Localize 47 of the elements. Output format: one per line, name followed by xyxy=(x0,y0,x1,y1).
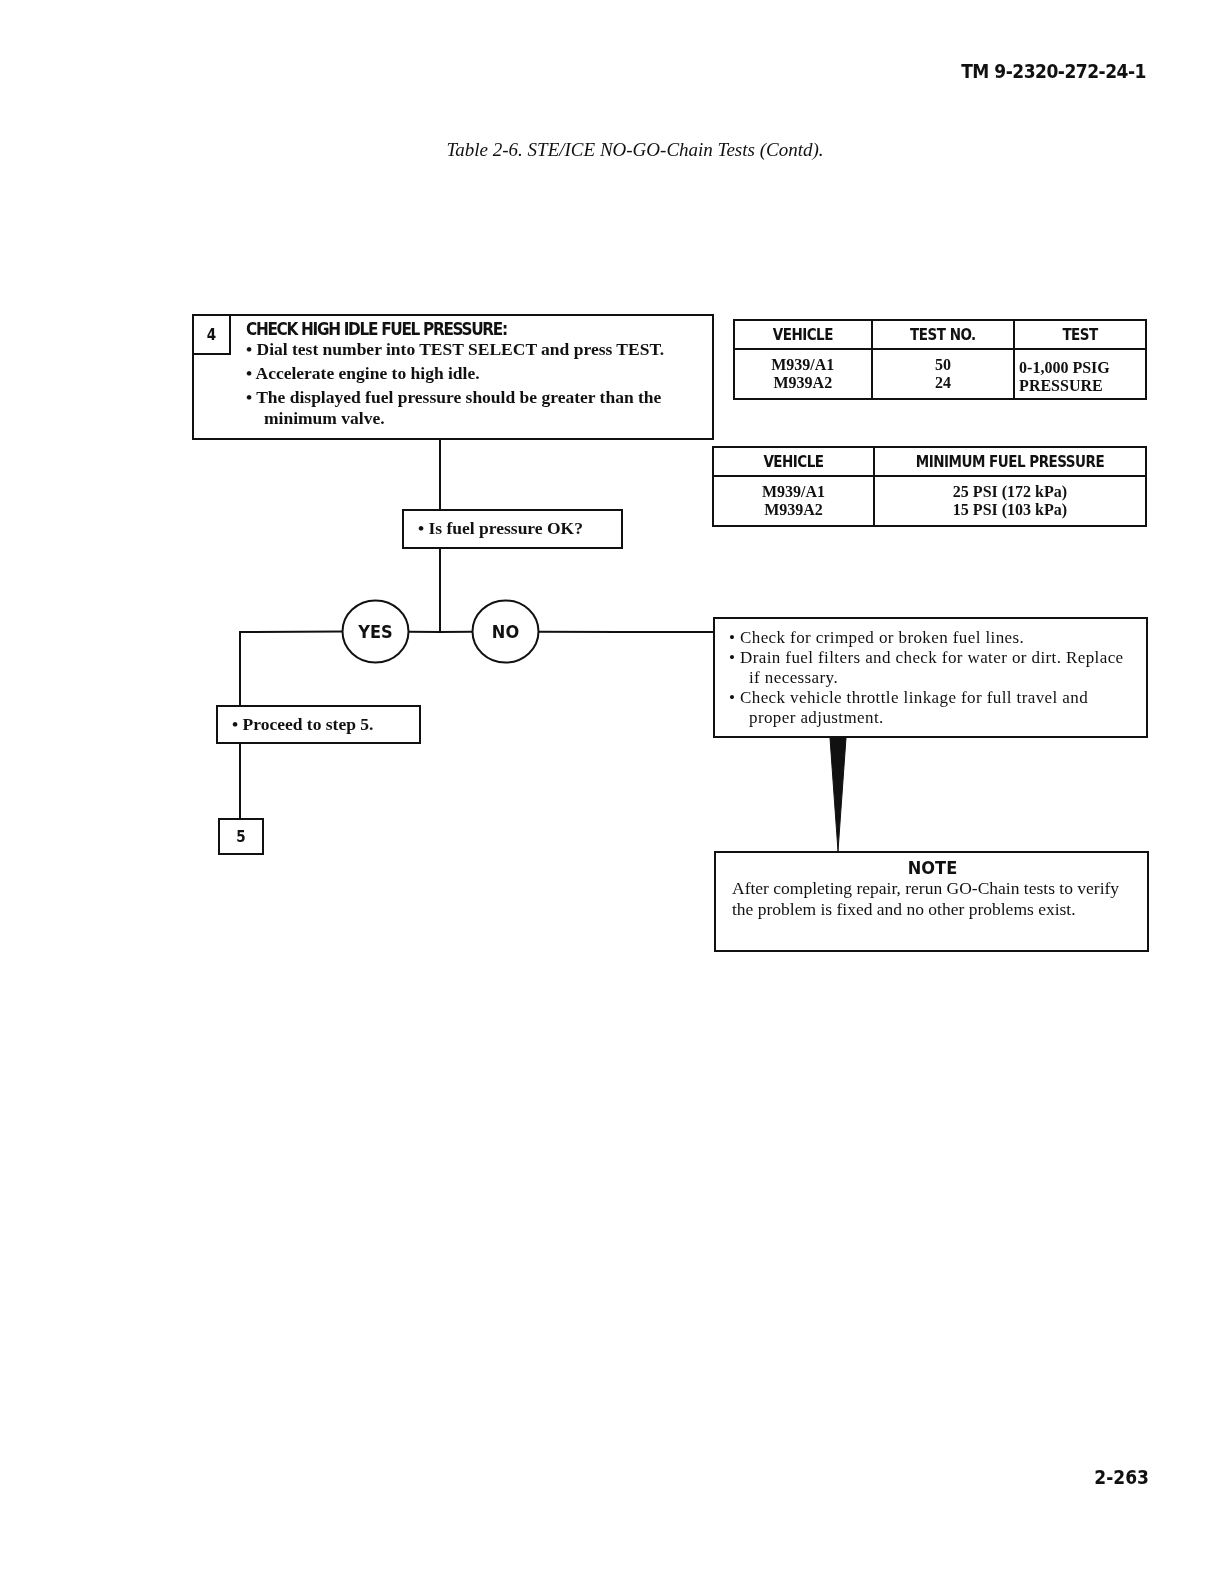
bullet-text: • Check for crimped or broken fuel lines. xyxy=(729,628,1026,648)
connector-line xyxy=(239,743,241,819)
bullet-text: • Drain fuel filters and check for water or dirt. Replace if necessary. xyxy=(729,648,1125,688)
circle-label: NO xyxy=(491,620,520,642)
step-number: 5 xyxy=(236,827,246,846)
process-box xyxy=(402,509,623,549)
table-cell: 0-1,000 PSIG PRESSURE xyxy=(1014,349,1146,399)
bullet-text: • The displayed fuel pressure should be greater than the minimum valve. xyxy=(246,387,663,429)
table-header-cell: TEST xyxy=(1014,320,1146,349)
bullet-text: • Check vehicle throttle linkage for full travel and proper adjustment. xyxy=(729,688,1090,728)
bullet-text: • Proceed to step 5. xyxy=(232,714,375,735)
circle-label: YES xyxy=(358,620,393,642)
table-cell: M939A2 xyxy=(713,501,874,526)
decision-circle xyxy=(341,599,410,664)
table-cell: 15 PSI (103 kPa) xyxy=(873,501,1146,526)
step-heading: CHECK HIGH IDLE FUEL PRESSURE: xyxy=(246,319,508,339)
bullet-text: • Accelerate engine to high idle. xyxy=(246,363,481,384)
table-cell: M939/A1 xyxy=(713,476,874,501)
table-cell: 25 PSI (172 kPa) xyxy=(873,476,1146,501)
decision-circle xyxy=(471,599,540,664)
connector-line xyxy=(439,548,473,633)
table-cell: M939/A1 xyxy=(734,349,872,374)
bullet-text: • Is fuel pressure OK? xyxy=(418,518,584,539)
table-header-cell: TEST NO. xyxy=(871,320,1015,349)
note-heading: NOTE xyxy=(906,857,959,878)
table-header-cell: VEHICLE xyxy=(734,320,872,349)
action-box xyxy=(713,617,1148,738)
step-number: 4 xyxy=(206,325,217,344)
table-header-cell: MINIMUM FUEL PRESSURE xyxy=(873,447,1146,476)
connector-line xyxy=(439,439,441,510)
table-header-cell: VEHICLE xyxy=(713,447,874,476)
table-cell: 24 xyxy=(871,374,1015,399)
table-cell: 50 xyxy=(871,349,1015,374)
note-box xyxy=(714,851,1149,952)
connector-line xyxy=(239,630,343,706)
step-box xyxy=(192,314,714,440)
wedge-pointer xyxy=(829,737,847,852)
step-number-box xyxy=(192,314,231,355)
connector-line xyxy=(538,630,714,633)
process-box xyxy=(216,705,421,744)
table-title: Table 2-6. STE/ICE NO-GO-Chain Tests (Contd). xyxy=(445,139,825,161)
step-number-box xyxy=(218,818,264,855)
bullet-text: • Dial test number into TEST SELECT and press TEST. xyxy=(246,339,666,360)
document-number: TM 9-2320-272-24-1 xyxy=(961,60,1146,82)
page-number: 2-263 xyxy=(1094,1466,1149,1488)
table-cell: M939A2 xyxy=(734,374,872,399)
note-text: After completing repair, rerun GO-Chain tests to verify the problem is fixed and no other problems exist. xyxy=(732,878,1121,920)
